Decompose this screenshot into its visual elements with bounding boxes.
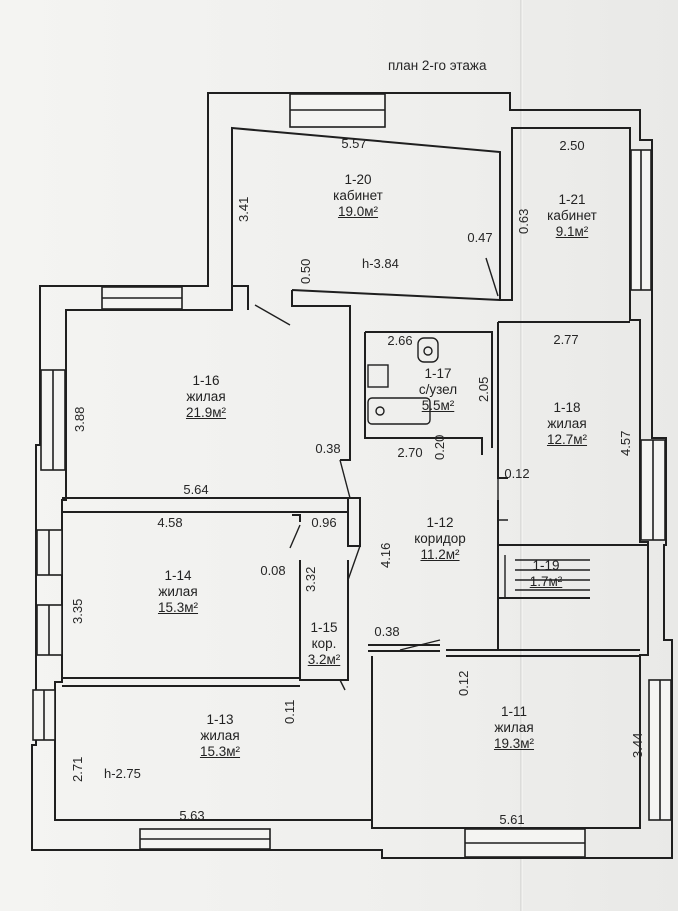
room-1-21-id: 1-21 bbox=[558, 192, 586, 207]
door-1-18 bbox=[497, 478, 508, 521]
dim-0-96: 0.96 bbox=[311, 515, 337, 530]
dim-0-11: 0.11 bbox=[282, 699, 297, 724]
room-1-17-area: 5.5м² bbox=[421, 398, 455, 413]
dim-0-38-a: 0.38 bbox=[315, 441, 341, 456]
room-1-17-id: 1-17 bbox=[424, 366, 452, 381]
room-1-14-id: 1-14 bbox=[164, 568, 192, 583]
dim-2-77: 2.77 bbox=[553, 332, 579, 347]
room-1-19-id: 1-19 bbox=[532, 558, 560, 573]
door-1-13 bbox=[339, 679, 346, 691]
room-1-21: 1-21 кабинет 9.1м² bbox=[547, 192, 597, 240]
dim-0-12-a: 0.12 bbox=[504, 466, 530, 481]
room-1-14-area: 15.3м² bbox=[157, 600, 199, 615]
dim-5-64: 5.64 bbox=[183, 482, 209, 497]
dim-3-44: 3.44 bbox=[630, 732, 645, 758]
sink-icon bbox=[367, 364, 389, 388]
room-1-20-name: кабинет bbox=[333, 188, 383, 203]
room-1-18-id: 1-18 bbox=[553, 400, 581, 415]
dim-0-38-b: 0.38 bbox=[374, 624, 400, 639]
room-1-15-name: кор. bbox=[311, 636, 337, 651]
dim-2-05: 2.05 bbox=[476, 376, 491, 402]
dim-0-08: 0.08 bbox=[260, 563, 286, 578]
dim-5-63: 5.63 bbox=[179, 808, 205, 823]
room-1-18-area: 12.7м² bbox=[546, 432, 588, 447]
room-1-15: 1-15 кор. 3.2м² bbox=[308, 620, 341, 668]
room-1-12-id: 1-12 bbox=[426, 515, 454, 530]
wall-1-20-bottom bbox=[232, 285, 501, 461]
wall-1-15 bbox=[299, 560, 349, 681]
room-1-20-id: 1-20 bbox=[344, 172, 372, 187]
door-1-16 bbox=[254, 304, 291, 326]
room-1-11-id: 1-11 bbox=[500, 704, 528, 719]
room-1-20: 1-20 кабинет 19.0м² bbox=[333, 172, 383, 220]
dim-0-63: 0.63 bbox=[516, 208, 531, 234]
room-1-20-area: 19.0м² bbox=[337, 204, 379, 219]
room-1-11-name: жилая bbox=[494, 720, 534, 735]
room-1-19-area: 1.7м² bbox=[529, 574, 563, 589]
paper-fold bbox=[520, 0, 523, 911]
dim-h-3-84: h-3.84 bbox=[362, 256, 399, 271]
wall-1-19 bbox=[497, 500, 648, 650]
room-1-16-id: 1-16 bbox=[192, 373, 220, 388]
room-1-18-name: жилая bbox=[547, 416, 587, 431]
room-1-15-id: 1-15 bbox=[310, 620, 338, 635]
room-1-19: 1-19 1.7м² bbox=[530, 558, 563, 590]
room-1-21-name: кабинет bbox=[547, 208, 597, 223]
dim-4-58: 4.58 bbox=[157, 515, 183, 530]
bathtub-icon bbox=[367, 397, 431, 425]
door-1-16-b bbox=[339, 459, 351, 499]
dim-3-41: 3.41 bbox=[236, 196, 251, 222]
room-1-12-area: 11.2м² bbox=[420, 547, 460, 562]
room-1-21-area: 9.1м² bbox=[555, 224, 589, 239]
room-1-11-area: 19.3м² bbox=[493, 736, 535, 751]
dim-0-20: 0.20 bbox=[432, 434, 447, 460]
room-1-15-area: 3.2м² bbox=[307, 652, 341, 667]
dim-3-88: 3.88 bbox=[72, 406, 87, 432]
door-1-12 bbox=[347, 545, 361, 581]
wall-1-14-1-13 bbox=[62, 677, 300, 687]
room-1-13-area: 15.3м² bbox=[199, 744, 241, 759]
dim-2-70: 2.70 bbox=[397, 445, 423, 460]
door-1-14 bbox=[289, 524, 301, 549]
dim-0-47: 0.47 bbox=[467, 230, 493, 245]
room-1-18: 1-18 жилая 12.7м² bbox=[547, 400, 587, 448]
room-1-16-name: жилая bbox=[186, 389, 226, 404]
dim-3-32: 3.32 bbox=[303, 566, 318, 592]
dim-2-66: 2.66 bbox=[387, 333, 413, 348]
dim-2-50: 2.50 bbox=[559, 138, 585, 153]
dim-4-16: 4.16 bbox=[378, 542, 393, 568]
wall-1-17 bbox=[364, 331, 493, 455]
dim-5-57: 5.57 bbox=[341, 136, 367, 151]
dim-3-35: 3.35 bbox=[70, 598, 85, 624]
plan-title: план 2-го этажа bbox=[388, 58, 487, 73]
stairs bbox=[504, 555, 590, 598]
toilet-icon bbox=[417, 337, 439, 363]
dim-h-2-75: h-2.75 bbox=[104, 766, 141, 781]
room-1-17-name: с/узел bbox=[418, 382, 458, 397]
room-1-13-id: 1-13 bbox=[206, 712, 234, 727]
door-1-11 bbox=[399, 639, 441, 651]
wall-lower-corridor bbox=[368, 644, 640, 657]
room-1-11: 1-11 жилая 19.3м² bbox=[494, 704, 534, 752]
dim-2-71: 2.71 bbox=[70, 756, 85, 782]
room-1-14: 1-14 жилая 15.3м² bbox=[158, 568, 198, 616]
dim-5-61: 5.61 bbox=[499, 812, 525, 827]
room-1-12: 1-12 коридор 11.2м² bbox=[414, 515, 466, 563]
outer-wall-outline bbox=[31, 92, 673, 859]
room-1-16-area: 21.9м² bbox=[185, 405, 227, 420]
wall-1-16-1-14 bbox=[62, 497, 348, 513]
room-1-12-name: коридор bbox=[414, 531, 466, 546]
room-1-16: 1-16 жилая 21.9м² bbox=[186, 373, 226, 421]
dim-4-57: 4.57 bbox=[618, 430, 633, 456]
dim-0-12-b: 0.12 bbox=[456, 670, 471, 696]
room-1-14-name: жилая bbox=[158, 584, 198, 599]
room-1-13: 1-13 жилая 15.3м² bbox=[200, 712, 240, 760]
room-1-17: 1-17 с/узел 5.5м² bbox=[419, 366, 457, 414]
room-1-13-name: жилая bbox=[200, 728, 240, 743]
dim-0-50: 0.50 bbox=[298, 258, 313, 284]
door-1-20 bbox=[485, 257, 499, 297]
